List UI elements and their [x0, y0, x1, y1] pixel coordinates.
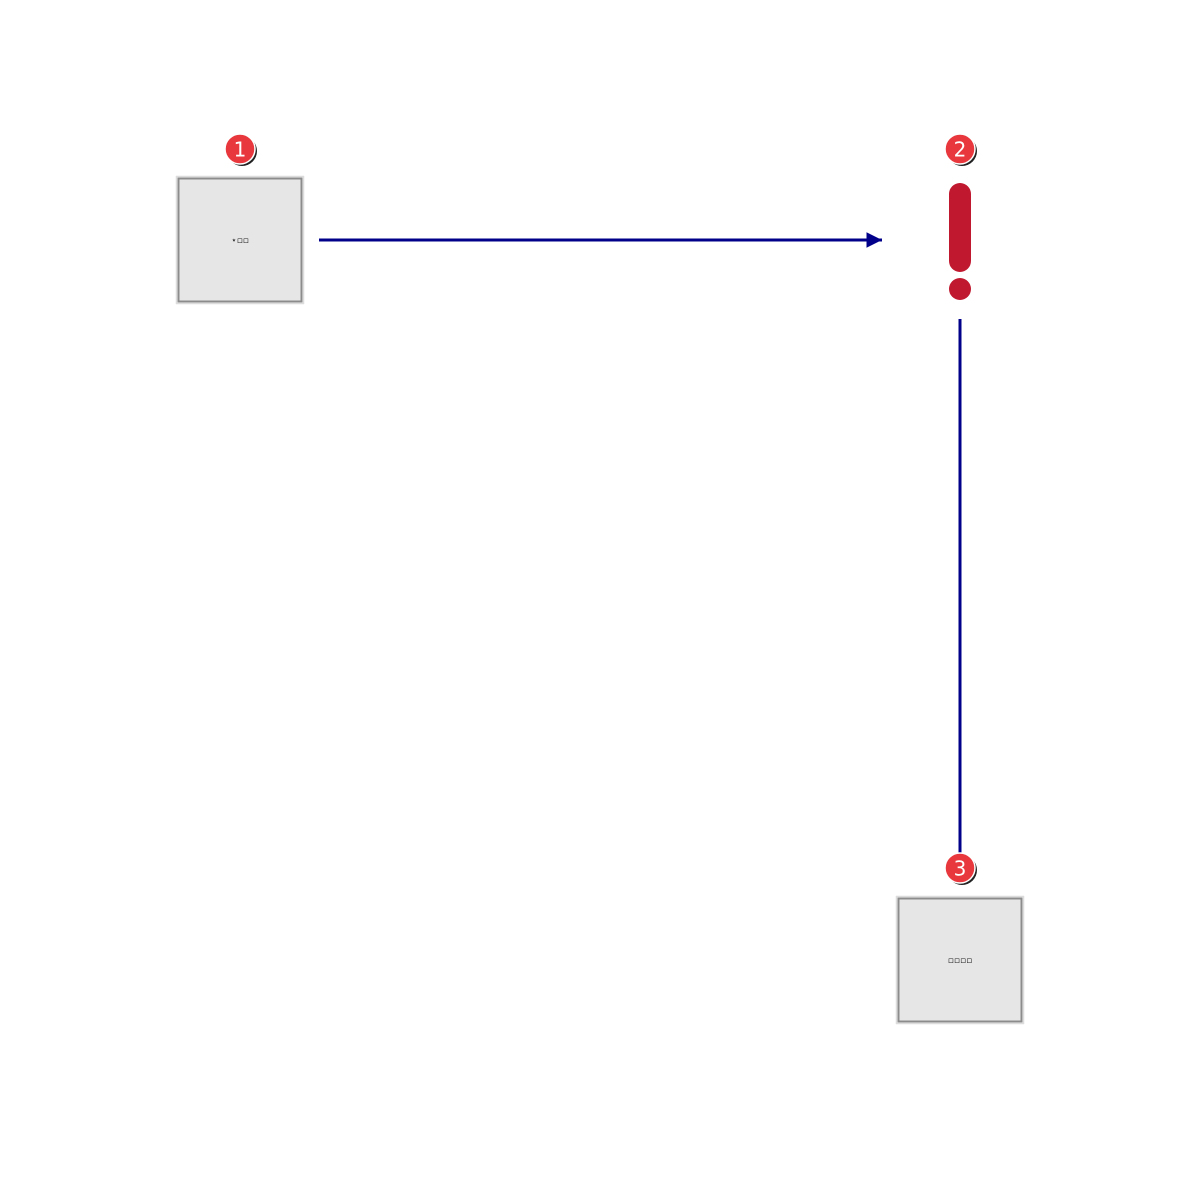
- badge-3: 3: [944, 852, 977, 885]
- node-3-box-outer: [895, 895, 1025, 1025]
- node-1-box: [177, 177, 303, 303]
- node-1[interactable]: ⋆▫▫: [175, 175, 305, 305]
- badge-1-number: 1: [234, 138, 247, 162]
- exclamation-icon: [949, 183, 971, 300]
- badge-2: 2: [944, 133, 977, 166]
- node-1-box-outer: [175, 175, 305, 305]
- badge-1: 1: [224, 133, 257, 166]
- node-2[interactable]: [949, 183, 971, 300]
- badge-3-number: 3: [954, 857, 967, 881]
- node-3-label: ▫▫▫▫: [948, 956, 972, 966]
- node-3[interactable]: ▫▫▫▫: [895, 895, 1025, 1025]
- node-3-box: [897, 897, 1023, 1023]
- badge-2-number: 2: [954, 138, 967, 162]
- node-1-label: ⋆▫▫: [231, 236, 249, 246]
